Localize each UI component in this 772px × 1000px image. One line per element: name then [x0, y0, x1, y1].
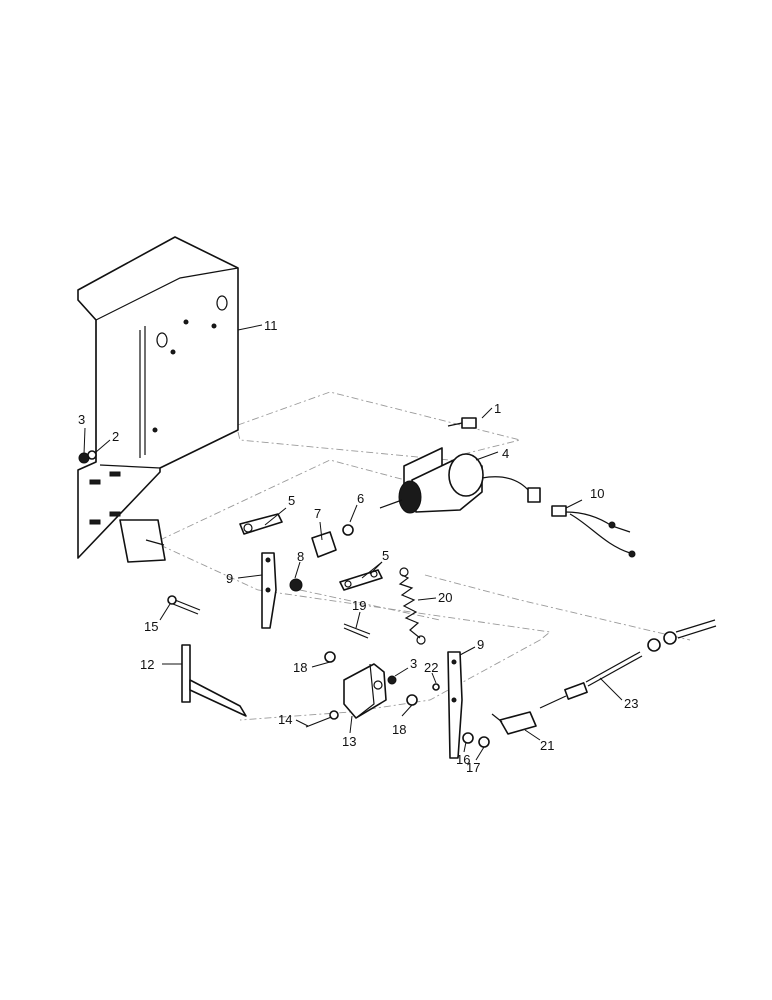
- leader-lines: [83, 324, 623, 761]
- nut-small: [342, 524, 354, 536]
- assembly-phantom-lines: [159, 391, 691, 721]
- callout-6: 6: [357, 491, 364, 506]
- callout-1: 1: [494, 401, 501, 416]
- bracket-nut-washer: [78, 450, 97, 464]
- callout-2: 2: [112, 429, 119, 444]
- callout-9-right: 9: [477, 637, 484, 652]
- wire-harness: [551, 505, 636, 558]
- lever-left: [261, 552, 277, 629]
- link-upper: [239, 513, 283, 535]
- callout-labels: 1 2 3 3 4 5 5 6 7 8 9 9 10 11 12 13 14 1…: [78, 318, 638, 775]
- callout-10: 10: [590, 486, 604, 501]
- callout-20: 20: [438, 590, 452, 605]
- callout-5-upper: 5: [288, 493, 295, 508]
- nut-tiny: [432, 683, 440, 691]
- callout-18-lower: 18: [392, 722, 406, 737]
- callout-22: 22: [424, 660, 438, 675]
- nut-bottom: [478, 736, 490, 748]
- pivot-nut: [387, 675, 397, 685]
- callout-3-bracket: 3: [78, 412, 85, 427]
- pin: [343, 623, 371, 639]
- callout-23: 23: [624, 696, 638, 711]
- lock-nut: [289, 578, 303, 592]
- callout-18-upper: 18: [293, 660, 307, 675]
- control-cable: [539, 619, 717, 709]
- callout-7: 7: [314, 506, 321, 521]
- washer: [462, 732, 474, 744]
- long-bolt: [167, 595, 201, 615]
- nut-upper: [324, 651, 336, 663]
- callout-4: 4: [502, 446, 509, 461]
- spacer-block: [311, 531, 337, 558]
- solenoid: [379, 447, 541, 514]
- callout-12: 12: [140, 657, 154, 672]
- callout-19: 19: [352, 598, 366, 613]
- callout-13: 13: [342, 734, 356, 749]
- angle-bracket: [181, 644, 247, 717]
- callout-15: 15: [144, 619, 158, 634]
- callout-8: 8: [297, 549, 304, 564]
- tension-spring: [398, 567, 426, 645]
- callout-21: 21: [540, 738, 554, 753]
- callout-11: 11: [264, 318, 278, 333]
- callout-3-pivot: 3: [410, 656, 417, 671]
- cable-clevis: [491, 711, 537, 735]
- callout-14: 14: [278, 712, 292, 727]
- callout-9-left: 9: [226, 571, 233, 586]
- callout-16: 16: [456, 752, 470, 767]
- pivot-bracket: [343, 663, 387, 719]
- nut-lower: [406, 694, 418, 706]
- callout-17: 17: [466, 760, 480, 775]
- short-bolt: [305, 710, 339, 728]
- mounting-bracket: [77, 236, 239, 563]
- solenoid-bolt: [447, 417, 477, 429]
- callout-5-lower: 5: [382, 548, 389, 563]
- lever-right: [447, 651, 463, 759]
- link-lower: [339, 569, 383, 591]
